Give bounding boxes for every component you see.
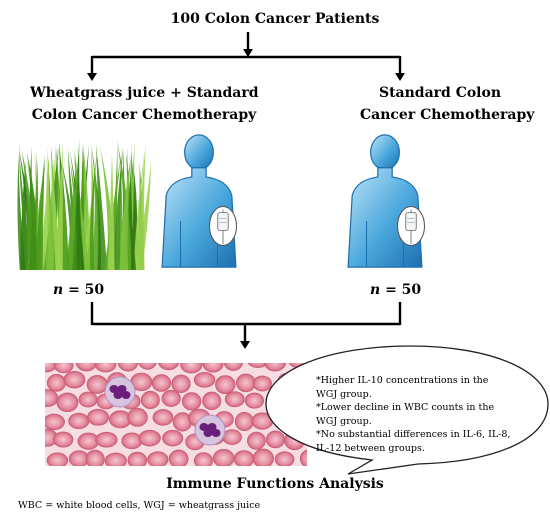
findings-bubble [265, 345, 549, 475]
finding-item: *Higher IL-10 concentrations in the WGJ … [316, 375, 489, 400]
arm-label-standard: Standard Colon Cancer Chemotherapy [360, 82, 535, 126]
sample-size-wgj-value: = 50 [68, 282, 105, 298]
findings-text: *Higher IL-10 concentrations in the WGJ … [316, 374, 512, 455]
patient-figure-standard [347, 134, 426, 268]
arm-label-wgj-line2: Colon Cancer Chemotherapy [31, 107, 257, 123]
blood-smear-image [45, 363, 307, 466]
arm-label-standard-line2: Cancer Chemotherapy [360, 107, 535, 123]
flow-lines [90, 32, 402, 342]
finding-item: *No substantial differences in IL-6, IL-… [316, 429, 511, 454]
flow-arrowheads [87, 49, 405, 349]
sample-size-standard: n = 50 [370, 282, 421, 298]
sample-size-standard-value: = 50 [385, 282, 422, 298]
sample-size-wgj: n = 50 [53, 282, 104, 298]
sample-size-standard-symbol: n [370, 282, 381, 298]
page-title: 100 Colon Cancer Patients [170, 11, 380, 27]
arm-label-wgj: Wheatgrass juice + Standard Colon Cancer… [30, 82, 259, 126]
finding-item: *Lower decline in WBC counts in the WGJ … [316, 402, 495, 427]
analysis-label: Immune Functions Analysis [166, 476, 384, 492]
wheatgrass-image [17, 140, 152, 270]
patient-figure-wgj [161, 134, 238, 268]
abbreviation-footnote: WBC = white blood cells, WGJ = wheatgras… [18, 500, 261, 511]
arm-label-wgj-line1: Wheatgrass juice + Standard [30, 85, 259, 101]
arm-label-standard-line1: Standard Colon [378, 85, 502, 101]
sample-size-wgj-symbol: n [53, 282, 64, 298]
